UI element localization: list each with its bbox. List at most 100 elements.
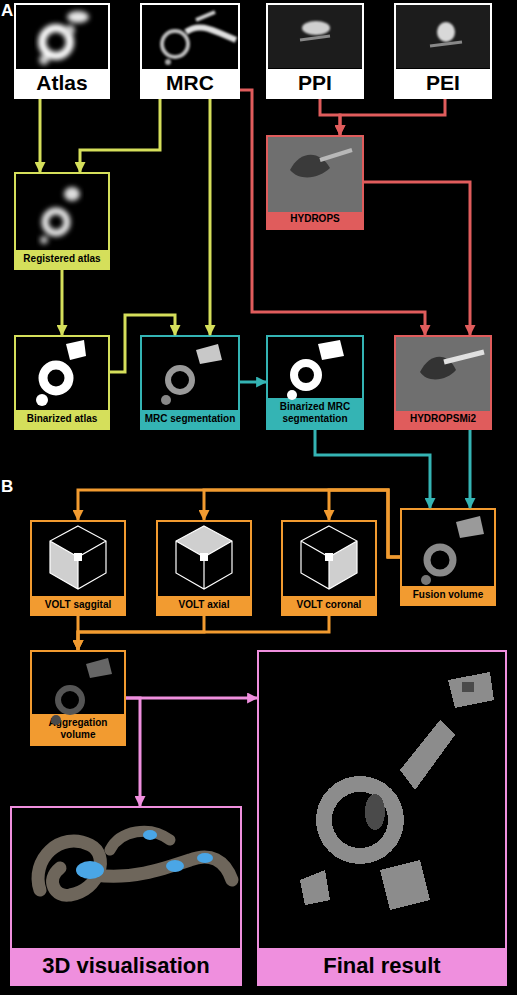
- section-letter: A: [1, 1, 13, 21]
- flow-arrow: [126, 698, 140, 806]
- flow-arrow: [240, 381, 266, 384]
- flow-arrow: [78, 616, 204, 650]
- flow-arrow: [329, 490, 400, 557]
- flow-arrow: [39, 99, 42, 172]
- box-label: Binarized atlas: [16, 410, 108, 428]
- mrc-segmentation-image: [161, 344, 222, 405]
- cochlea-shape: [324, 784, 396, 856]
- map-shape: [290, 155, 330, 178]
- flow-arrow: [78, 616, 329, 650]
- section-letter: B: [1, 477, 13, 497]
- box-label: Binarized MRC segmentation: [268, 398, 362, 428]
- flow-arrow: [80, 99, 160, 172]
- nerve-shape: [186, 27, 236, 40]
- binarized-mrc-image: [287, 340, 344, 400]
- box-label: 3D visualisation: [12, 948, 240, 984]
- bright-spot: [430, 42, 462, 46]
- canal-shape: [318, 340, 344, 360]
- bright-spot: [302, 21, 330, 35]
- binarized-atlas-image: [36, 340, 86, 406]
- flow-arrow: [469, 430, 472, 508]
- canal-shape: [39, 55, 49, 65]
- cube-voxel: [325, 553, 333, 561]
- image-box: VOLT coronal: [281, 520, 377, 616]
- cochlea-shape: [294, 363, 318, 387]
- cube-face: [176, 526, 232, 557]
- canal-shape: [40, 236, 48, 244]
- canal-shape: [67, 11, 89, 23]
- box-label: VOLT coronal: [283, 596, 375, 614]
- image-box: MRC segmentation: [140, 335, 240, 430]
- box-label: HYDROPS: [268, 210, 362, 228]
- map-shape: [444, 352, 484, 362]
- flow-arrow: [209, 99, 212, 335]
- cube-voxel: [74, 553, 82, 561]
- canal-shape: [456, 516, 484, 538]
- tube-shape: [110, 831, 170, 850]
- atlas-image: [39, 11, 89, 65]
- canal-shape: [36, 394, 48, 406]
- volt-cube: [176, 526, 232, 589]
- cochlea-shape: [427, 547, 453, 573]
- box-label: VOLT saggital: [32, 596, 124, 614]
- fusion-image: [421, 516, 484, 585]
- map-shape: [420, 357, 456, 380]
- canal-shape: [165, 59, 171, 65]
- cochlea-shape: [42, 28, 70, 56]
- canal-shape: [64, 187, 80, 201]
- mrc-image: [162, 12, 236, 65]
- map-background: [396, 337, 490, 411]
- flow-arrow: [78, 490, 400, 557]
- noise-background: [268, 5, 362, 68]
- tube-shape: [38, 841, 100, 895]
- hydrops-spot: [365, 794, 385, 830]
- image-box: VOLT saggital: [30, 520, 126, 616]
- flow-arrow: [340, 99, 445, 135]
- cube-face: [50, 541, 78, 589]
- bright-spot: [300, 36, 330, 40]
- flow-arrow: [315, 430, 430, 508]
- noise-background: [396, 5, 490, 68]
- canal-shape: [86, 658, 112, 678]
- image-box: 3D visualisation: [10, 806, 242, 986]
- cochlea-shape: [168, 368, 192, 392]
- image-box: Final result: [257, 650, 507, 986]
- box-label: Registered atlas: [16, 250, 108, 268]
- canal-shape: [287, 390, 297, 400]
- image-box: VOLT axial: [156, 520, 252, 616]
- flow-arrow: [364, 182, 470, 335]
- cube-outline: [176, 526, 232, 589]
- canal-shape: [196, 12, 215, 20]
- box-label: MRC segmentation: [142, 410, 238, 428]
- cube-voxel: [200, 553, 208, 561]
- canal-shape: [66, 340, 86, 360]
- flow-arrow: [110, 315, 175, 372]
- canal-shape: [51, 715, 61, 725]
- final-result-image: [300, 672, 494, 910]
- registered-atlas-image: [40, 187, 80, 244]
- cube-outline: [50, 526, 106, 589]
- cochlea-shape: [45, 211, 67, 233]
- image-box: Binarized atlas: [14, 335, 110, 430]
- cochlea-shape: [58, 688, 82, 712]
- flow-arrow: [126, 697, 257, 700]
- map-background: [268, 137, 362, 212]
- image-box: Aggregation volume: [30, 650, 126, 746]
- canal-shape: [380, 860, 430, 910]
- image-box: Registered atlas: [14, 172, 110, 270]
- aggregation-image: [51, 658, 112, 725]
- image-box: Fusion volume: [400, 508, 496, 606]
- 3d-render: [38, 830, 232, 895]
- hydrops-blob: [143, 830, 157, 840]
- volt-cube: [301, 526, 357, 589]
- canal-shape: [65, 25, 75, 35]
- canal-shape: [196, 344, 222, 364]
- bright-spot: [437, 22, 455, 42]
- cube-outline: [301, 526, 357, 589]
- canal-shape: [300, 870, 330, 905]
- box-label: MRC: [142, 69, 238, 97]
- tube-shape: [95, 857, 232, 880]
- canal-shape: [400, 720, 455, 790]
